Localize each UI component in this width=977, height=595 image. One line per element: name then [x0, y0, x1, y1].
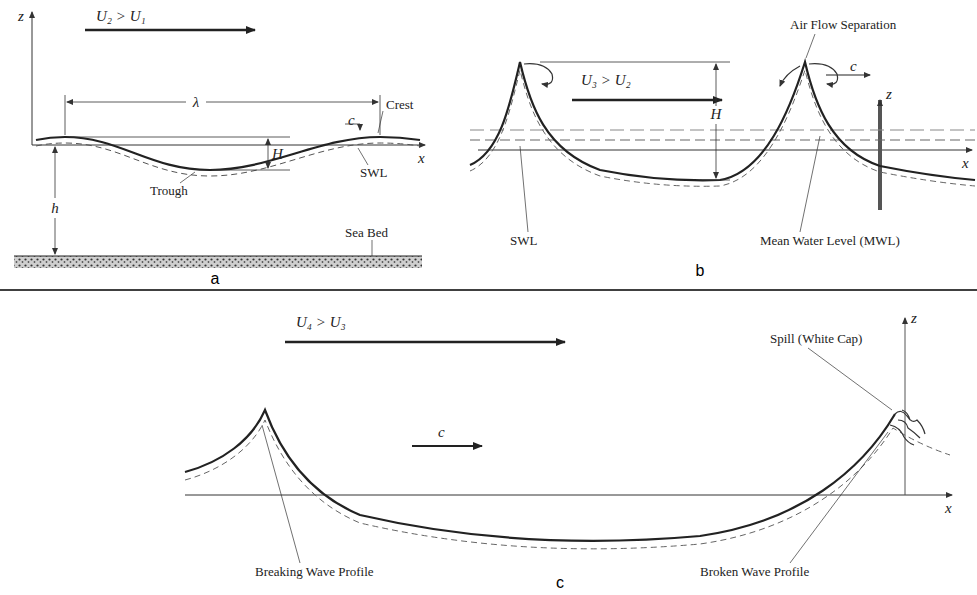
broken-profile-label: Broken Wave Profile: [700, 565, 809, 579]
axis-label: z: [18, 8, 24, 25]
spill-label: Spill (White Cap): [770, 332, 862, 346]
celerity-label: c: [438, 424, 445, 441]
axis-label: z: [911, 310, 917, 327]
axis-label: x: [945, 500, 952, 517]
panel-letter: c: [556, 574, 564, 592]
swl-label: SWL: [360, 166, 387, 180]
height-label: H: [710, 106, 723, 123]
axis-label: x: [418, 150, 425, 167]
seabed-label: Sea Bed: [345, 226, 388, 240]
trough-label: Trough: [150, 184, 188, 198]
separation-label: Air Flow Separation: [790, 18, 896, 32]
celerity-label: c: [850, 58, 857, 75]
wind-speed-label: U₃ > U₂: [580, 72, 632, 89]
mwl-label: Mean Water Level (MWL): [760, 234, 900, 248]
swl-label: SWL: [510, 234, 537, 248]
wavelength-label: λ: [192, 94, 201, 111]
height-label: H: [272, 146, 283, 163]
panel-letter: b: [696, 262, 705, 280]
celerity-label: c: [348, 112, 355, 129]
wind-speed-label: U₂ > U₁: [95, 8, 147, 25]
wind-speed-label: U₄ > U₃: [295, 314, 347, 331]
crest-label: Crest: [386, 98, 413, 112]
depth-label: h: [50, 200, 60, 217]
axis-label: x: [962, 155, 969, 172]
breaking-profile-label: Breaking Wave Profile: [255, 565, 374, 579]
axis-label: z: [886, 86, 892, 103]
panel-letter: a: [211, 270, 220, 288]
